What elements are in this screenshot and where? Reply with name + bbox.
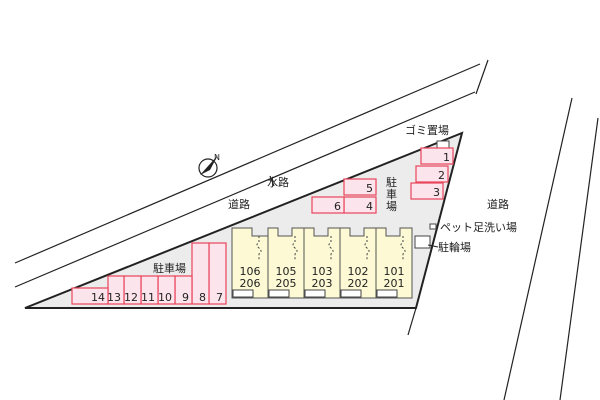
parking-space: 2 [415, 165, 449, 183]
parking-space: 1 [420, 147, 454, 165]
parking-number: 9 [182, 291, 189, 304]
road-edge [475, 59, 489, 95]
unit-number-1f: 103 [312, 265, 333, 278]
parking-space: 12 [123, 275, 142, 305]
road-edge [14, 91, 476, 288]
parking-space: 13 [107, 275, 125, 305]
parking-number: 4 [366, 200, 373, 213]
lot-edge [407, 307, 417, 336]
svg-text:N: N [214, 153, 220, 162]
unit-number-2f: 205 [276, 277, 297, 290]
parking-space: 7 [208, 242, 227, 305]
parking-label-left: 駐車場 [153, 261, 186, 275]
parking-space: 8 [191, 242, 210, 305]
pet-wash-area [429, 223, 437, 230]
parking-label-right: 場 [386, 200, 397, 213]
unit-number-1f: 101 [384, 265, 405, 278]
parking-number: 10 [158, 291, 172, 304]
pet-wash-label: ペット足洗い場 [440, 221, 517, 234]
parking-number: 5 [366, 182, 373, 195]
bicycle-parking-label: 駐輪場 [438, 240, 471, 254]
road-label-top: 道路 [228, 197, 250, 211]
parking-number: 6 [334, 200, 341, 213]
parking-space: 5 [343, 178, 377, 196]
parking-space: 11 [140, 275, 159, 305]
parking-number: 7 [216, 291, 223, 304]
garbage-area [436, 140, 450, 149]
unit-number-2f: 206 [240, 277, 261, 290]
road-edge [503, 97, 573, 400]
north-compass-icon: N [198, 153, 220, 178]
unit-number-2f: 202 [348, 277, 369, 290]
unit-number-2f: 201 [384, 277, 405, 290]
unit-number-1f: 106 [240, 265, 261, 278]
parking-number: 8 [199, 291, 206, 304]
road-edge [559, 117, 599, 400]
parking-number: 3 [433, 186, 440, 199]
parking-label-right: 車 [386, 187, 397, 201]
parking-space: 3 [410, 182, 444, 200]
parking-space: 4 [343, 196, 377, 214]
parking-number: 13 [107, 291, 121, 304]
waterway-marker [269, 175, 275, 187]
road-label-right: 道路 [487, 197, 509, 211]
parking-number: 12 [124, 291, 138, 304]
parking-number: 1 [443, 151, 450, 164]
parking-space: 6 [311, 196, 345, 214]
bicycle-parking [414, 235, 431, 249]
parking-space: 9 [174, 275, 193, 305]
road-edge [14, 63, 481, 264]
parking-space: 10 [157, 275, 176, 305]
parking-number: 2 [438, 169, 445, 182]
waterway-label: 水路 [267, 176, 289, 189]
parking-number: 11 [141, 291, 155, 304]
unit-number-1f: 105 [276, 265, 297, 278]
parking-space: 14 [71, 287, 109, 305]
parking-number: 14 [91, 291, 105, 304]
unit-number-1f: 102 [348, 265, 369, 278]
garbage-area-label: ゴミ置場 [405, 123, 449, 137]
parking-label-right: 駐 [386, 175, 397, 189]
unit-number-2f: 203 [312, 277, 333, 290]
